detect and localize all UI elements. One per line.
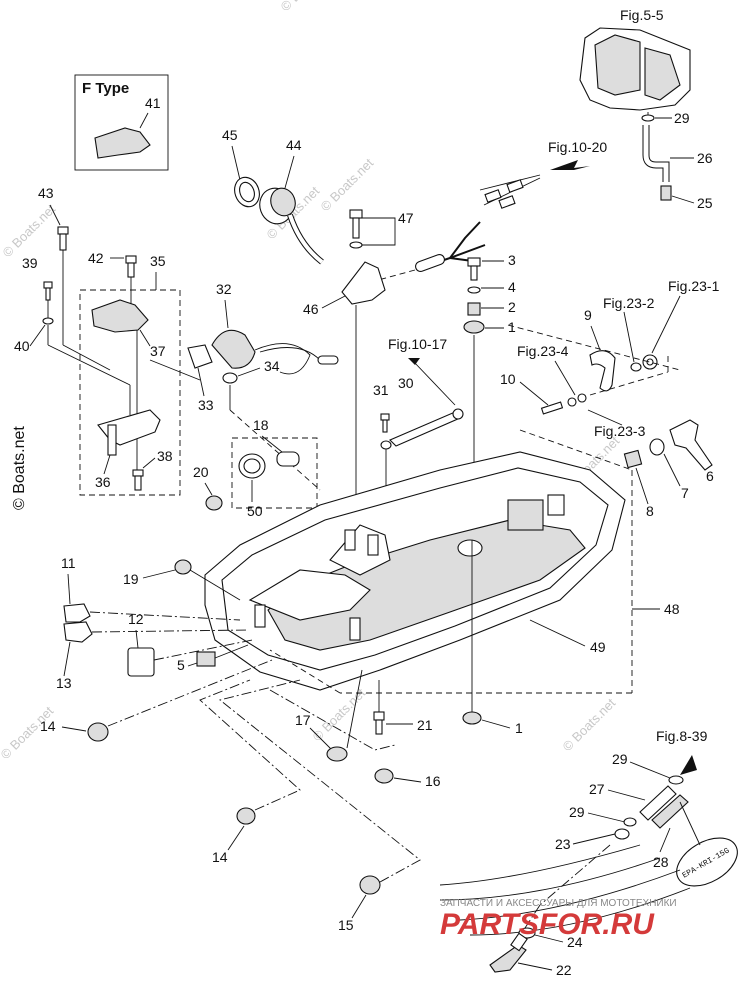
callout-29b: 29 — [612, 751, 628, 767]
cable-grommet-group: 45 44 — [222, 127, 324, 265]
callout-33: 33 — [198, 397, 214, 413]
callout-39: 39 — [22, 255, 38, 271]
callout-12: 12 — [128, 611, 144, 627]
copyright-text: © Boats.net — [11, 426, 28, 510]
fuel-tube-group: 29 26 25 — [641, 110, 713, 211]
watermark: © Boats.net — [560, 695, 619, 754]
callout-7: 7 — [681, 485, 689, 501]
bottom-cowling: 49 — [204, 451, 626, 691]
callout-40: 40 — [14, 338, 30, 354]
fig-ref-engine: Fig.5-5 — [620, 7, 664, 23]
left-bolts-group: 43 39 40 — [14, 185, 201, 415]
partsfor-watermark: ЗАПЧАСТИ И АКСЕССУАРЫ ДЛЯ МОТОТЕХНИКИ PA… — [440, 898, 677, 941]
watermark: © Boats.net — [0, 201, 59, 260]
fig-ref-handle: Fig.10-17 — [388, 336, 447, 352]
callout-30: 30 — [398, 375, 414, 391]
callout-9: 9 — [584, 307, 592, 323]
callout-28: 28 — [653, 854, 669, 870]
callout-42: 42 — [88, 250, 104, 266]
arrow-icon — [550, 160, 590, 170]
f-type-inset: F Type 41 — [74, 74, 169, 171]
callout-29c: 29 — [569, 804, 585, 820]
callout-49: 49 — [590, 639, 606, 655]
bracket-46-group: 47 46 — [303, 209, 414, 520]
callout-16: 16 — [425, 773, 441, 789]
partsfor-tagline: ЗАПЧАСТИ И АКСЕССУАРЫ ДЛЯ МОТОТЕХНИКИ — [440, 898, 677, 909]
grommet-frame — [231, 437, 318, 509]
callout-35: 35 — [150, 253, 166, 269]
callout-48: 48 — [664, 601, 680, 617]
callout-2: 2 — [508, 299, 516, 315]
callout-23: 23 — [555, 836, 571, 852]
fig-ref-lever-4: Fig.23-4 — [517, 343, 569, 359]
partsfor-logo: PARTSFOR.RU — [440, 908, 655, 941]
callout-26: 26 — [697, 150, 713, 166]
grommets-group: 18 50 20 — [193, 417, 318, 519]
callout-47: 47 — [398, 210, 414, 226]
callout-3: 3 — [508, 252, 516, 268]
callout-19: 19 — [123, 571, 139, 587]
callout-11: 11 — [61, 555, 76, 571]
bottom-parts-group: 17 21 16 14 15 — [199, 669, 441, 933]
callout-13: 13 — [56, 675, 72, 691]
callout-6: 6 — [706, 468, 714, 484]
fig-ref-lever-1: Fig.23-1 — [668, 278, 720, 294]
callout-1: 1 — [508, 319, 516, 335]
callout-36: 36 — [95, 474, 111, 490]
callout-25: 25 — [697, 195, 713, 211]
fig-ref-fuel: Fig.8-39 — [656, 728, 708, 744]
callout-10: 10 — [500, 371, 516, 387]
callout-34: 34 — [264, 358, 280, 374]
fig-ref-lever-3: Fig.23-3 — [594, 423, 646, 439]
callout-41: 41 — [145, 95, 161, 111]
watermark: © Boats.net — [278, 0, 337, 14]
engine-figure: Fig.5-5 — [579, 7, 691, 118]
callout-31: 31 — [373, 382, 389, 398]
callout-45: 45 — [222, 127, 238, 143]
callout-15: 15 — [338, 917, 354, 933]
bracket-f-type — [94, 127, 151, 159]
left-parts-group: 19 11 13 12 5 14 — [40, 555, 273, 742]
lever-group: Fig.23-1 Fig.23-2 9 Fig.23-4 10 Fig.23-3… — [500, 278, 720, 519]
callout-43: 43 — [38, 185, 54, 201]
frame-48: 48 — [269, 324, 681, 694]
fuel-connector-group: Fig.8-39 29 27 29 23 28 EPA-KRI-15G 24 2… — [439, 728, 738, 978]
callout-37: 37 — [150, 343, 166, 359]
callout-14b: 14 — [212, 849, 228, 865]
callout-46: 46 — [303, 301, 319, 317]
callout-21: 21 — [417, 717, 433, 733]
callout-18: 18 — [253, 417, 269, 433]
callout-38: 38 — [157, 448, 173, 464]
callout-24: 24 — [567, 934, 583, 950]
watermark: © Boats.net — [318, 155, 377, 214]
wire-harness — [359, 174, 541, 286]
callout-32: 32 — [216, 281, 232, 297]
fig-ref-wiring: Fig.10-20 — [548, 139, 607, 155]
callout-20: 20 — [193, 464, 209, 480]
callout-50: 50 — [247, 503, 263, 519]
sensor-group: 32 33 34 — [187, 281, 339, 491]
callout-5: 5 — [177, 657, 185, 673]
arrow-icon — [680, 755, 697, 775]
bracket-35-group: 35 42 37 36 38 — [79, 250, 181, 496]
inset-frame — [74, 74, 169, 171]
callout-8: 8 — [646, 503, 654, 519]
callout-27: 27 — [589, 781, 605, 797]
callout-4: 4 — [508, 279, 516, 295]
callout-17: 17 — [295, 712, 311, 728]
callout-44: 44 — [286, 137, 302, 153]
bracket-35-frame — [79, 289, 181, 496]
inset-title: F Type — [82, 80, 129, 97]
callout-1b: 1 — [515, 720, 523, 736]
callout-22: 22 — [556, 962, 572, 978]
arrow-icon — [408, 358, 420, 365]
fig-ref-lever-2: Fig.23-2 — [603, 295, 655, 311]
callout-29: 29 — [674, 110, 690, 126]
watermark: © Boats.net — [310, 685, 369, 744]
callout-14: 14 — [40, 718, 56, 734]
